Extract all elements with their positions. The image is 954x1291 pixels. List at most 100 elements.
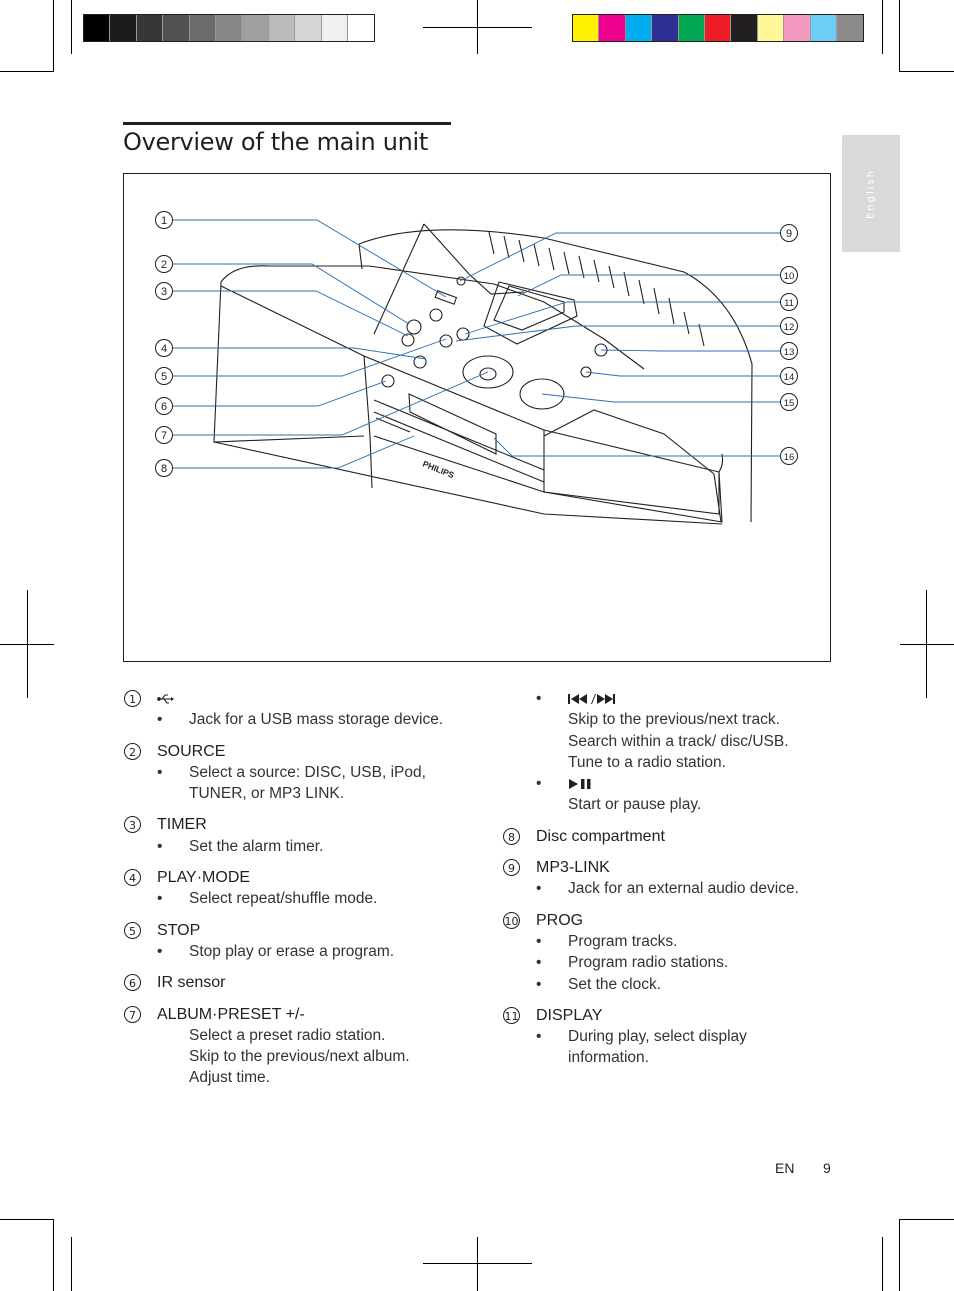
calibration-swatch — [110, 15, 137, 41]
item-number: 5 — [124, 921, 141, 939]
callout-7: 7 — [155, 426, 173, 444]
bullet-dot: • — [536, 775, 542, 793]
calibration-swatch — [573, 15, 600, 41]
calibration-swatch — [757, 15, 785, 41]
crop-mark — [0, 71, 54, 72]
grayscale-calibration-bar — [83, 14, 376, 42]
item-bullet: •Set the alarm timer. — [124, 836, 464, 857]
bullet-dot: • — [536, 975, 542, 993]
calibration-swatch — [599, 15, 626, 41]
svg-text:9: 9 — [786, 228, 792, 240]
svg-text:13: 13 — [784, 347, 795, 358]
svg-text:16: 16 — [784, 452, 795, 463]
crop-mark — [899, 0, 900, 72]
item-line: Adjust time. — [189, 1069, 270, 1087]
item-label: PROG — [536, 911, 584, 929]
calibration-swatch — [136, 15, 164, 41]
bullet-dot: • — [536, 1028, 542, 1046]
item-number: 11 — [503, 1006, 520, 1024]
item-bullet: •Program tracks. — [503, 931, 833, 952]
calibration-swatch — [242, 15, 269, 41]
item-bullet: • — [503, 688, 833, 709]
item-label: IR sensor — [157, 974, 226, 992]
item-bullet: • Set the clock. — [503, 974, 833, 995]
item-label: PLAY·MODE — [157, 869, 251, 887]
callout-8: 8 — [155, 459, 173, 477]
usb-icon — [157, 694, 174, 704]
item-number: 7 — [124, 1005, 141, 1023]
crop-mark — [53, 1219, 54, 1291]
callout-4: 4 — [155, 339, 173, 357]
bullet-text: During play, select display — [568, 1028, 747, 1046]
svg-text:4: 4 — [161, 343, 167, 355]
svg-text:2: 2 — [161, 259, 167, 271]
svg-text:7: 7 — [161, 430, 167, 442]
callout-14: 14 — [780, 367, 798, 385]
bullet-text: Select repeat/shuffle mode. — [189, 890, 378, 908]
svg-text:3: 3 — [161, 286, 167, 298]
description-continuation: •Skip to the previous/next track.Search … — [503, 688, 833, 773]
crop-mark — [882, 1237, 883, 1291]
callout-1: 1 — [155, 211, 173, 229]
bullet-dot: • — [536, 690, 542, 707]
svg-text:5: 5 — [161, 371, 167, 383]
bullet-text: Stop play or erase a program. — [189, 942, 395, 960]
spacer — [503, 816, 833, 826]
calibration-swatch — [215, 15, 243, 41]
item-line: Start or pause play. — [568, 796, 702, 814]
item-number: 1 — [124, 690, 141, 707]
bullet-dot: • — [536, 880, 542, 898]
bullet-dot: • — [157, 711, 163, 729]
bullet-text: TUNER, or MP3 LINK. — [189, 785, 345, 803]
item-label: DISPLAY — [536, 1006, 603, 1024]
item-bullet: • — [503, 773, 833, 794]
callout-3: 3 — [155, 282, 173, 300]
calibration-swatch — [731, 15, 758, 41]
language-tab: English — [842, 135, 900, 252]
callouts-left: 1 2 3 4 5 6 7 8 — [155, 211, 173, 477]
callout-6: 6 — [155, 397, 173, 415]
crop-mark — [899, 1219, 900, 1291]
crop-mark — [423, 27, 532, 28]
item-line: Select a preset radio station. — [189, 1026, 386, 1044]
item-line: Search within a track/ disc/USB. — [568, 732, 789, 750]
calibration-swatch — [295, 15, 322, 41]
item-number: 3 — [124, 816, 141, 834]
item-label: ALBUM·PRESET +/- — [157, 1005, 305, 1023]
page-title: Overview of the main unit — [123, 128, 428, 156]
calibration-swatch — [625, 15, 653, 41]
svg-text:11: 11 — [784, 298, 794, 309]
calibration-swatch — [189, 15, 216, 41]
bullet-text: Set the clock. — [568, 975, 662, 993]
svg-text:12: 12 — [784, 322, 795, 333]
calibration-swatch — [836, 15, 864, 41]
item-label: SOURCE — [157, 742, 226, 760]
bullet-text: information. — [568, 1049, 649, 1067]
item-line: Skip to the previous/next album. — [189, 1048, 410, 1066]
item-bullet: information. — [503, 1047, 833, 1068]
callout-9: 9 — [780, 224, 798, 242]
calibration-swatch — [784, 15, 811, 41]
item-bullet: •Program radio stations. — [503, 952, 833, 973]
crop-mark — [882, 0, 883, 54]
color-calibration-bar — [572, 14, 865, 42]
calibration-swatch — [678, 15, 705, 41]
language-tab-label: English — [865, 168, 877, 219]
play-pause-icon — [569, 779, 591, 790]
svg-text:14: 14 — [784, 372, 795, 383]
bullet-text: Program tracks. — [568, 932, 678, 950]
callout-16: 16 — [780, 447, 798, 465]
crop-mark — [899, 1219, 954, 1220]
callout-11: 11 — [780, 293, 798, 311]
svg-text:10: 10 — [784, 271, 795, 282]
item-label: Disc compartment — [536, 827, 665, 845]
item-number: 10 — [503, 911, 520, 929]
